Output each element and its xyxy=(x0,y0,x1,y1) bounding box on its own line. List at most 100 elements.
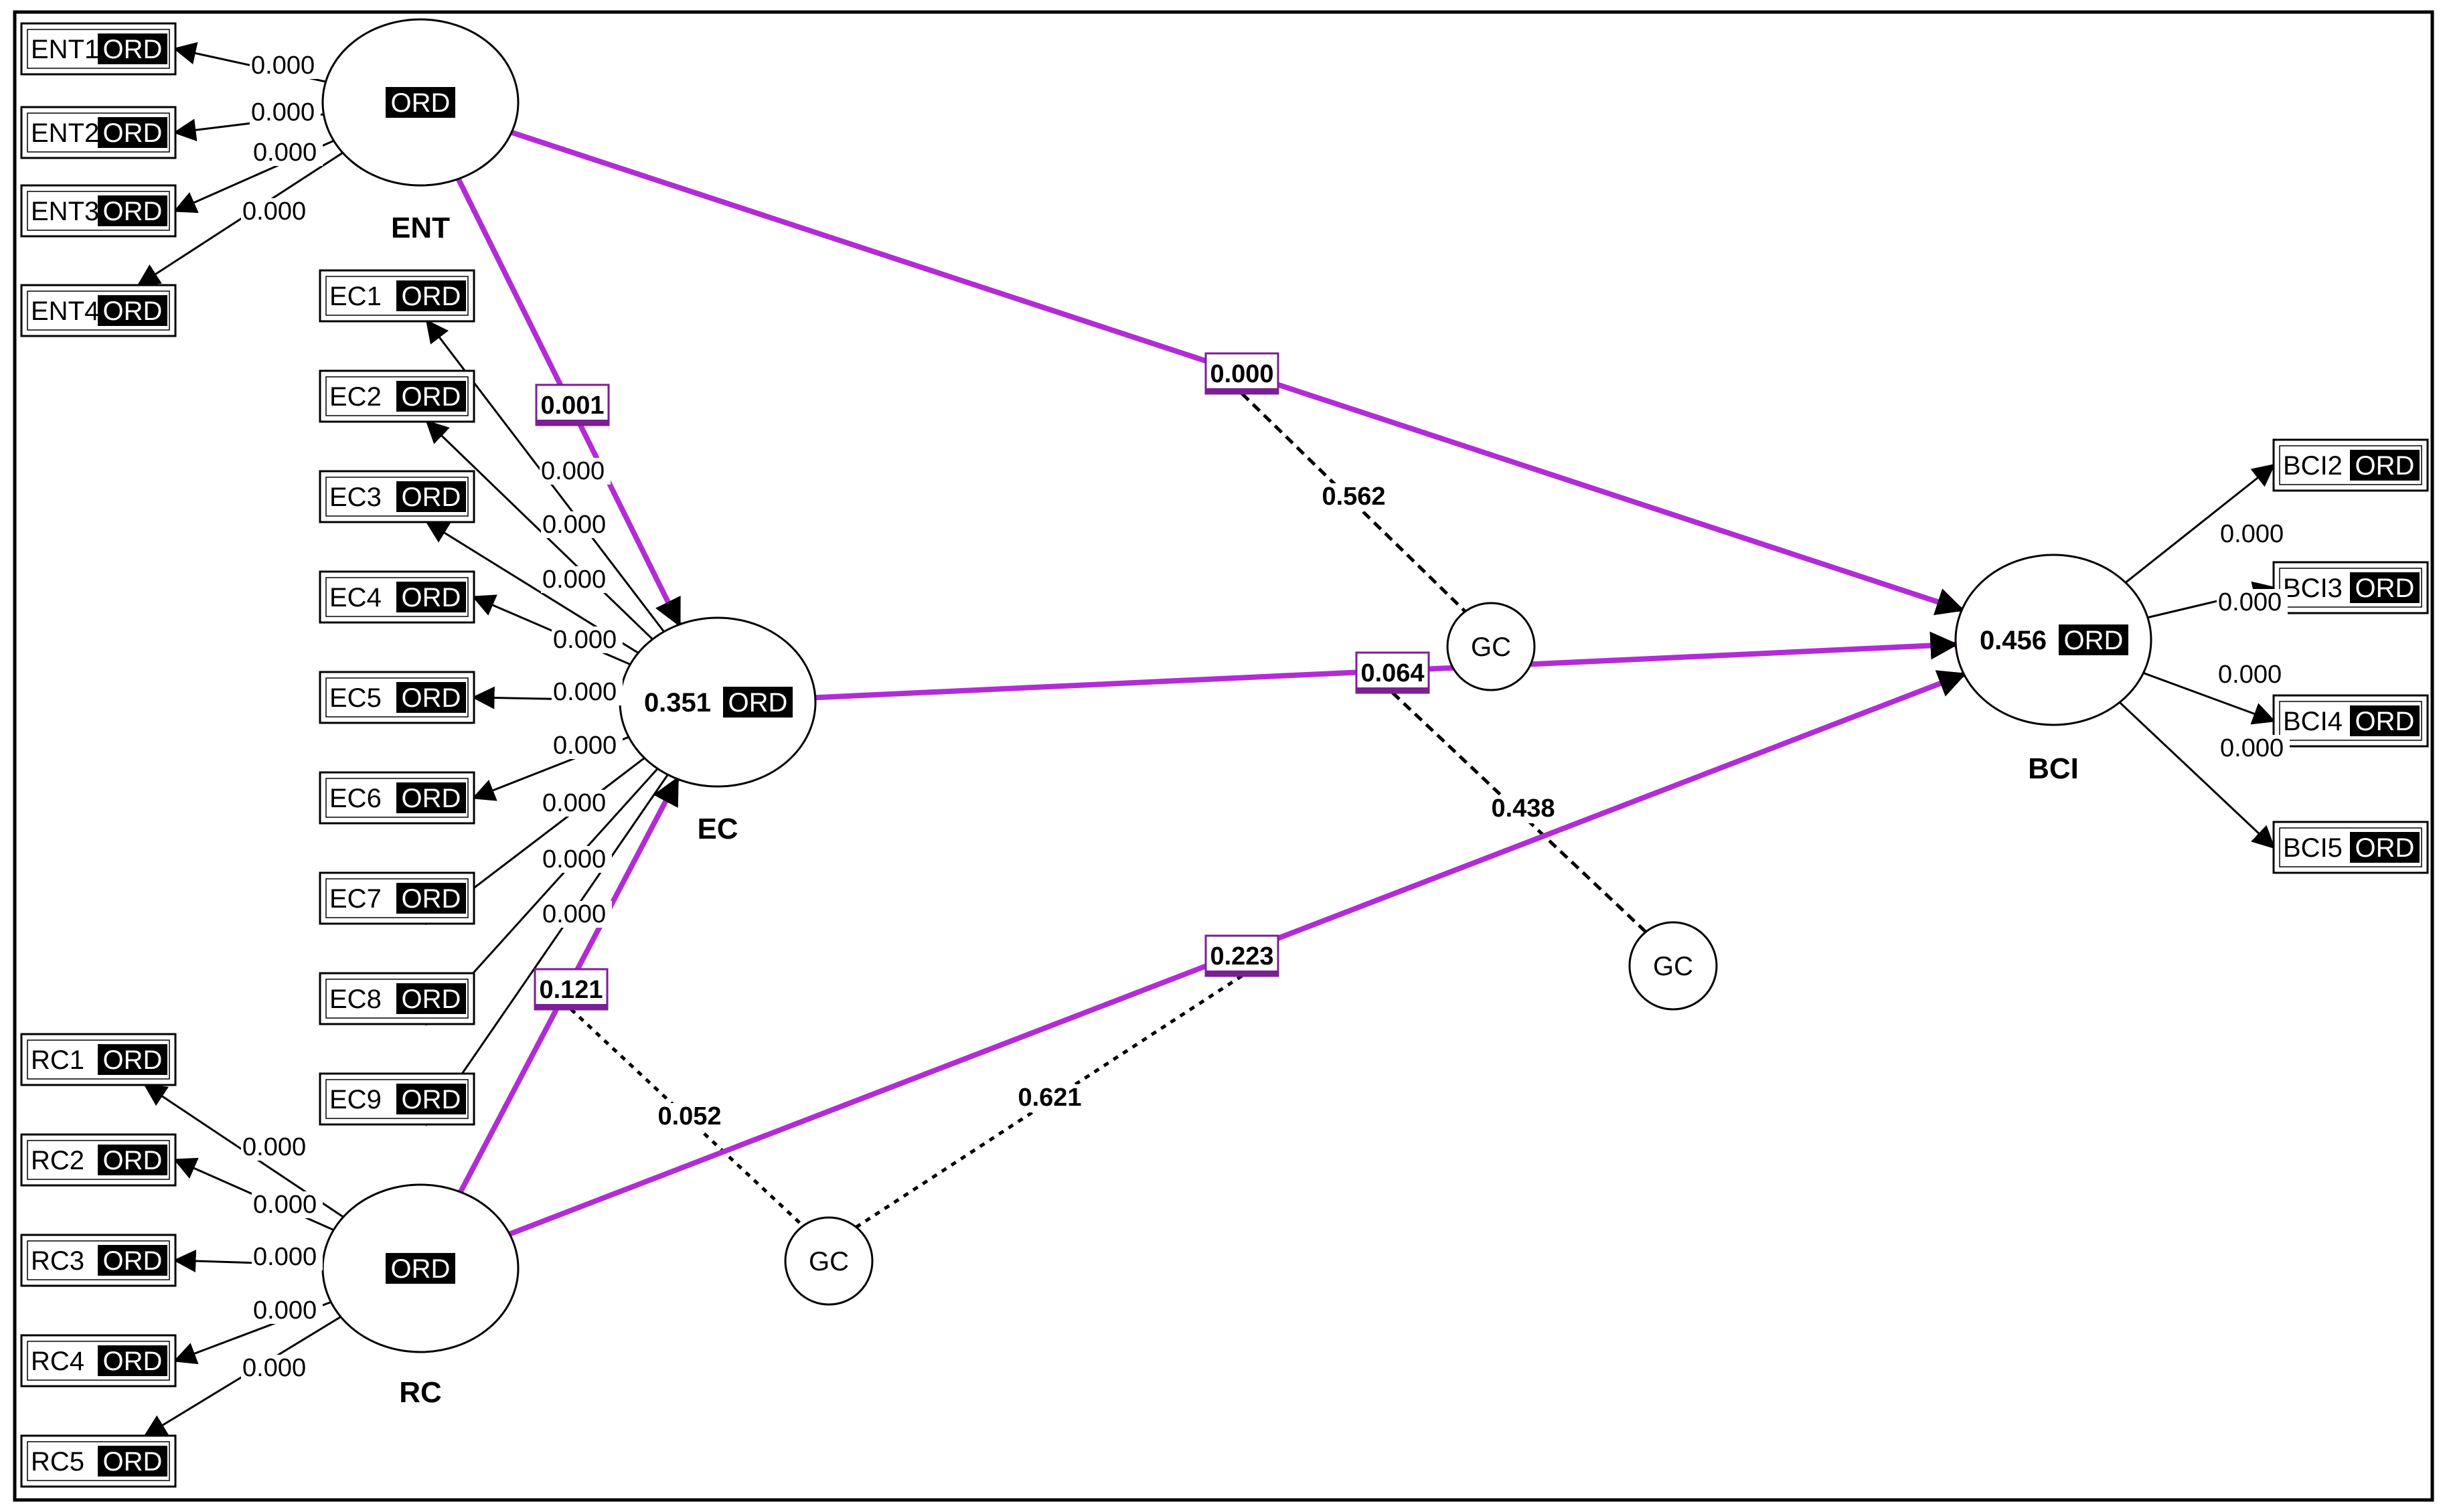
indicator-inner-border xyxy=(27,290,170,331)
indicator-inner-border xyxy=(27,29,170,69)
moderator-gc1[interactable]: GC xyxy=(1446,602,1536,691)
loading-label-bg xyxy=(541,846,612,873)
latent-rc[interactable]: ORD xyxy=(321,1183,520,1353)
ord-tag xyxy=(98,295,167,326)
indicator-inner-border xyxy=(27,1341,170,1381)
moderators-layer: GC GC GC xyxy=(784,602,1718,1306)
loading-label-bg xyxy=(541,566,612,593)
loading-value-bci2: 0.000 xyxy=(2220,520,2284,548)
path-value: 0.000 xyxy=(1210,360,1273,388)
loading-value-ec5: 0.000 xyxy=(553,678,617,706)
indicator-label: EC6 xyxy=(329,784,382,813)
loading-value-ec7: 0.000 xyxy=(542,789,606,817)
indicator-label: RC3 xyxy=(31,1246,84,1276)
moderator-label: GC xyxy=(809,1247,849,1276)
loading-arrow-bci4 xyxy=(2142,672,2276,725)
ord-tag-text: ORD xyxy=(402,1085,461,1114)
ord-tag xyxy=(396,280,466,311)
loading-arrow-bci5 xyxy=(2119,701,2276,849)
moderation-link-m3[interactable] xyxy=(570,1008,805,1228)
ord-tag xyxy=(396,481,466,512)
path-coefficient-rc_ec: 0.121 xyxy=(534,968,609,1011)
indicator-label: ENT1 xyxy=(31,35,99,64)
ord-tag xyxy=(396,381,466,412)
moderation-label-bg xyxy=(652,1103,727,1131)
ord-tag xyxy=(2350,572,2420,603)
loading-label-bg xyxy=(2217,661,2288,688)
indicator-ec9[interactable]: EC9 ORD xyxy=(319,1072,475,1126)
path-coefficient-ent_bci: 0.000 xyxy=(1204,352,1279,395)
ord-tag-text: ORD xyxy=(402,784,461,813)
indicator-label: EC8 xyxy=(329,985,382,1014)
ord-tag xyxy=(98,1245,167,1276)
latent-name-ent: ENT xyxy=(391,212,450,244)
ord-tag xyxy=(396,782,466,813)
indicator-label: RC4 xyxy=(31,1347,84,1376)
ord-tag-text: ORD xyxy=(728,688,788,718)
moderation-value-m1: 0.562 xyxy=(1322,483,1385,511)
loading-label-bg xyxy=(552,732,623,759)
moderator-gc3[interactable]: GC xyxy=(784,1216,874,1306)
indicator-label: EC9 xyxy=(329,1085,382,1114)
moderation-value-m3: 0.052 xyxy=(657,1102,721,1130)
ord-tag xyxy=(386,87,455,118)
indicator-label: EC7 xyxy=(329,884,382,914)
ord-tag xyxy=(98,195,167,226)
loading-label-bg xyxy=(541,901,612,928)
loading-value-ec9: 0.000 xyxy=(542,900,606,928)
ord-tag-text: ORD xyxy=(2355,833,2415,863)
loading-label-bg xyxy=(241,1355,312,1381)
indicator-inner-border xyxy=(325,677,469,718)
indicator-label: EC1 xyxy=(329,282,382,311)
loading-arrow-ec2 xyxy=(425,420,653,641)
loading-label-bg xyxy=(2217,589,2288,616)
moderator-gc2[interactable]: GC xyxy=(1628,921,1718,1011)
loading-label-bg xyxy=(252,1191,323,1218)
indicator-label: RC2 xyxy=(31,1146,84,1175)
indicator-inner-border xyxy=(325,276,469,316)
ord-tag-text: ORD xyxy=(2355,451,2415,481)
indicator-inner-border xyxy=(27,1039,170,1080)
loading-label-bg xyxy=(241,198,312,225)
indicator-label: RC1 xyxy=(31,1045,84,1075)
loading-label-bg xyxy=(541,790,612,817)
ord-tag-text: ORD xyxy=(103,197,163,226)
loading-value-ec4: 0.000 xyxy=(553,626,617,654)
moderation-links-layer xyxy=(570,392,1648,1230)
loading-label-bg xyxy=(2219,735,2290,762)
indicator-label: EC3 xyxy=(329,483,382,512)
loading-value-ec3: 0.000 xyxy=(542,566,606,594)
path-value: 0.001 xyxy=(540,392,604,420)
ord-tag xyxy=(98,33,167,64)
ord-tag-text: ORD xyxy=(103,1347,163,1376)
latent-ent[interactable]: ORD xyxy=(321,18,520,187)
indicator-rc4[interactable]: RC4 ORD xyxy=(20,1334,177,1388)
loading-label-bg xyxy=(241,1134,312,1161)
moderation-label-bg xyxy=(1486,795,1561,823)
indicator-ec6[interactable]: EC6 ORD xyxy=(319,771,475,825)
loading-label-bg xyxy=(252,1244,323,1270)
loading-label-bg xyxy=(250,99,321,126)
